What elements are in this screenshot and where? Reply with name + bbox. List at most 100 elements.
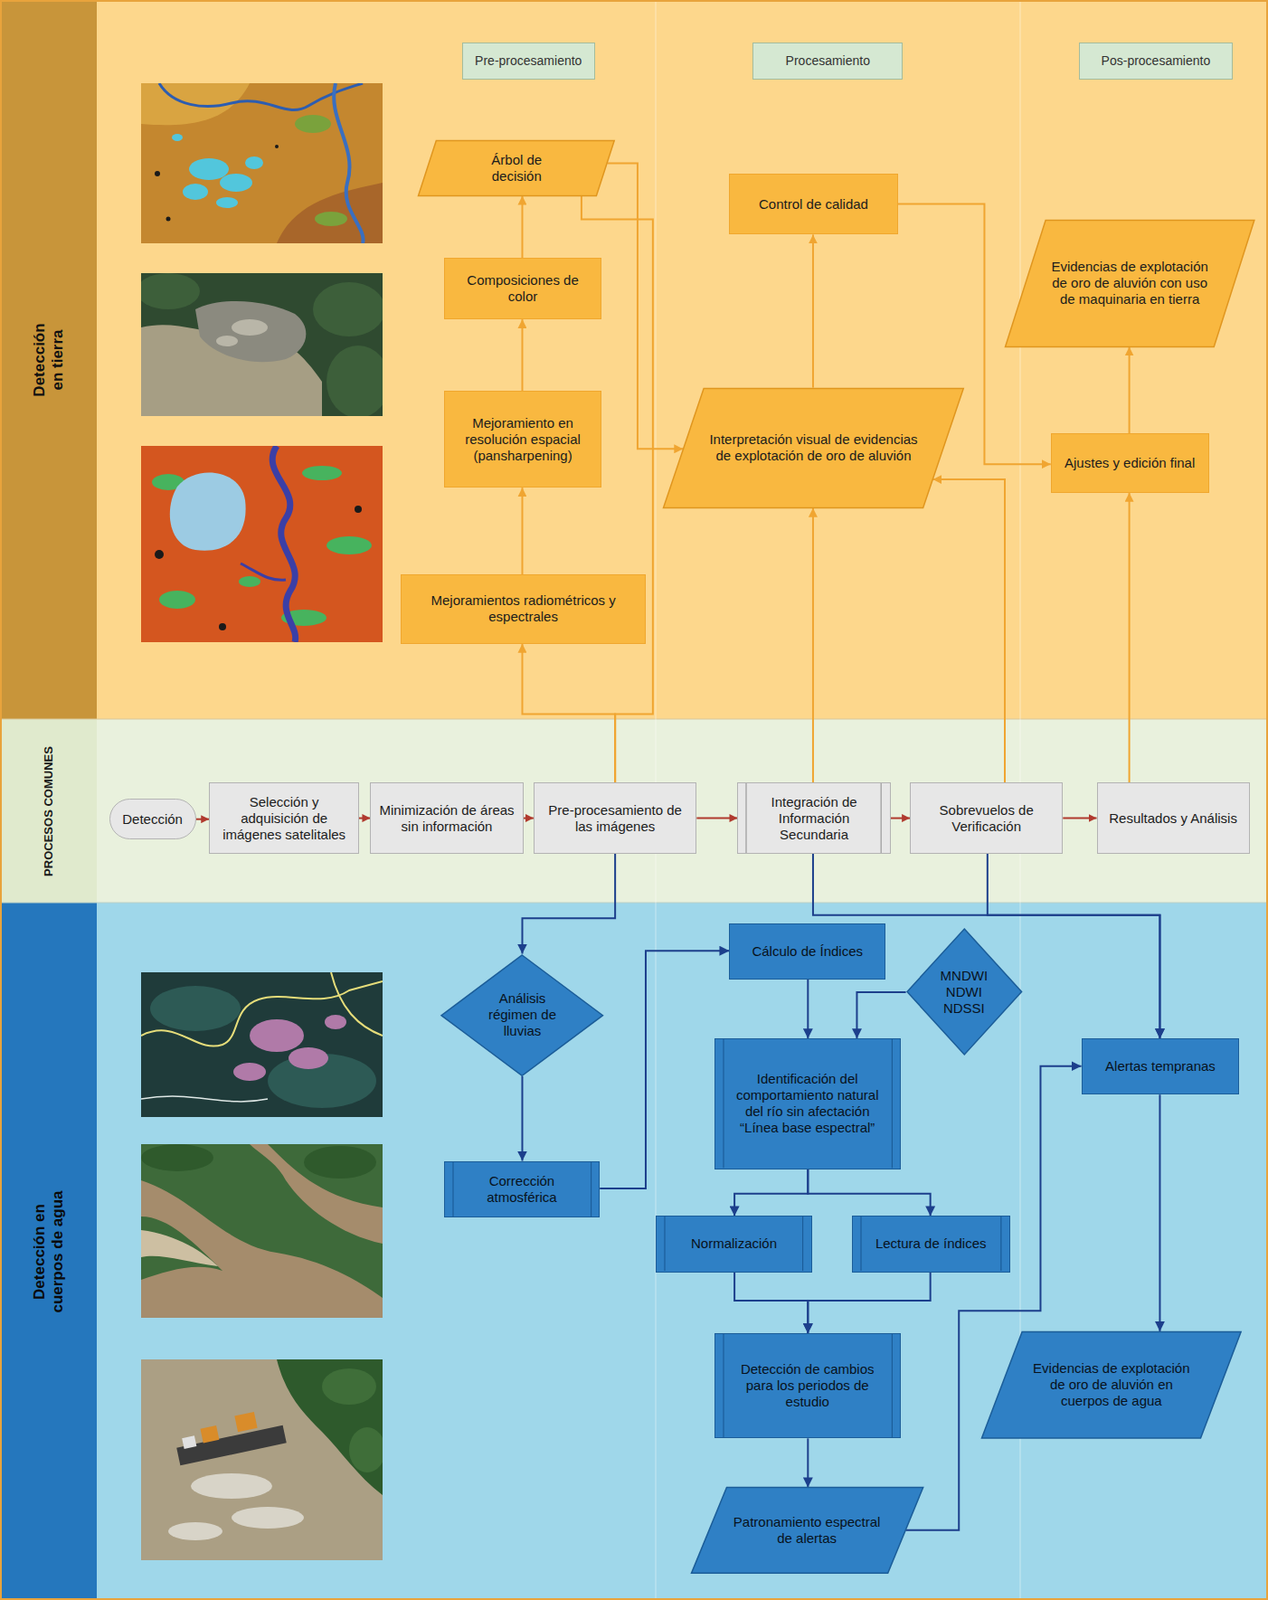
band-label-holder: PROCESOS COMUNES [41, 729, 57, 893]
decision-diamond: MNDWI NDWI NDSSI [906, 927, 1023, 1056]
node-label: Integración de Información Secundaria [753, 794, 874, 843]
process-box: Mejoramientos radiométricos y espectrale… [400, 574, 646, 644]
shape-fill [663, 387, 965, 508]
connector-arrow [905, 1066, 1081, 1531]
swimlane-band: Detección en tierraPre-procesamientoProc… [0, 0, 1268, 720]
node-label: Sobrevuelos de Verificación [917, 802, 1056, 835]
side-bar [746, 783, 748, 853]
illustration-shape [154, 144, 279, 222]
illustration-shape [219, 173, 253, 192]
illustration-shape [141, 981, 383, 1047]
illustration-shape [276, 1359, 383, 1496]
column-header: Pos-procesamiento [1078, 42, 1232, 80]
illustration-shape [141, 1359, 383, 1561]
aerial-photo [141, 1144, 383, 1318]
illustration-shape [326, 536, 372, 555]
illustration-shape [240, 563, 286, 580]
connector-arrow [1128, 346, 1131, 434]
illustration-shape [321, 1368, 377, 1405]
water-band-ground [0, 902, 1268, 1600]
connector-arrow [520, 196, 523, 259]
connector-arrow [812, 234, 814, 388]
band-label-holder: Detección en tierra [29, 314, 67, 406]
node-label: MNDWI NDWI NDSSI [937, 967, 991, 1017]
node-label: Alertas tempranas [1105, 1058, 1216, 1075]
lane-strip [0, 719, 97, 903]
lane-divider [0, 902, 1268, 904]
node-label: Procesamiento [785, 53, 871, 69]
process-box: Selección y adquisición de imágenes sate… [208, 782, 360, 854]
process-box: Cálculo de Índices [728, 923, 886, 980]
aerial-photo [136, 273, 390, 418]
illustration-shape [154, 505, 362, 631]
illustration-shape [136, 273, 390, 418]
connector-arrow [806, 979, 809, 1039]
process-box: Minimización de áreas sin información [369, 782, 523, 854]
node-label: Control de calidad [758, 196, 869, 213]
process-box: Mejoramiento en resolución espacial (pan… [444, 390, 603, 488]
illustration-shape [233, 1014, 347, 1081]
side-bar [590, 1162, 592, 1217]
illustration-shape [195, 301, 306, 362]
illustration-shape [272, 445, 295, 643]
process-box: Pre-procesamiento de las imágenes [533, 782, 697, 854]
lane-strip [0, 902, 97, 1600]
predefined-process-box: Lectura de índices [851, 1215, 1011, 1272]
connector-arrow [359, 817, 370, 820]
illustration-shape [170, 472, 247, 550]
illustration-shape [171, 133, 264, 209]
connector-arrow [1128, 492, 1131, 783]
connector-arrow [734, 1169, 808, 1217]
illustration-shape [168, 1473, 304, 1541]
band-label-holder: Detección en cuerpos de agua [29, 1188, 67, 1316]
node-label: Evidencias de explotación de oro de aluv… [1050, 258, 1209, 308]
aerial-photo [141, 1359, 386, 1561]
illustration-shape [331, 972, 383, 1036]
node-label: Detección de cambios para los periodos d… [730, 1361, 885, 1410]
connector-arrow [1158, 1094, 1161, 1332]
illustration-shape [238, 576, 261, 587]
connector-arrow [196, 818, 210, 821]
predefined-process-box: Corrección atmosférica [444, 1161, 601, 1218]
common-band-ground [0, 719, 1268, 903]
illustration-shape [333, 83, 363, 244]
illustration-shape [159, 590, 196, 609]
swimlane-band: Detección en cuerpos de aguaAnálisis rég… [0, 902, 1268, 1600]
satellite-image [141, 445, 383, 643]
node-label: Identificación del comportamiento natura… [730, 1070, 885, 1136]
connector-arrow [520, 1076, 523, 1162]
illustration-shape [354, 505, 362, 513]
process-box: Resultados y Análisis [1097, 782, 1250, 854]
connector-arrow [806, 1438, 809, 1487]
illustration-shape [276, 182, 383, 244]
connector-arrow [807, 1169, 930, 1217]
side-bar [890, 1039, 892, 1168]
predefined-process-box: Normalización [655, 1215, 813, 1272]
illustration-shape [288, 1047, 329, 1070]
connector-arrow [599, 950, 729, 1189]
illustration-shape [181, 1435, 197, 1449]
illustration-shape [141, 1230, 218, 1267]
lane-label: Detección en cuerpos de agua [29, 1188, 67, 1316]
node-label: Ajustes y edición final [1064, 454, 1195, 472]
connector-arrow [932, 479, 1005, 783]
shape-fill [1004, 219, 1254, 347]
satellite-image [141, 972, 383, 1117]
illustration-shape [218, 623, 227, 631]
column-header: Procesamiento [752, 42, 903, 80]
illustration-shape [141, 83, 383, 244]
process-box: Ajustes y edición final [1050, 433, 1210, 493]
connector-arrow [696, 817, 738, 820]
illustration-shape [176, 1425, 287, 1467]
illustration-shape [294, 114, 348, 227]
illustration-shape [154, 549, 164, 559]
connector-arrow [812, 508, 814, 783]
illustration-shape [168, 1522, 223, 1541]
node-label: Patronamiento espectral de alertas [731, 1514, 882, 1547]
illustration-shape [141, 1096, 268, 1102]
side-bar [880, 783, 882, 853]
illustration-shape [274, 144, 279, 149]
side-bar [890, 1334, 892, 1438]
illustration-shape [150, 985, 377, 1108]
predefined-process-box: Integración de Información Secundaria [737, 782, 890, 854]
